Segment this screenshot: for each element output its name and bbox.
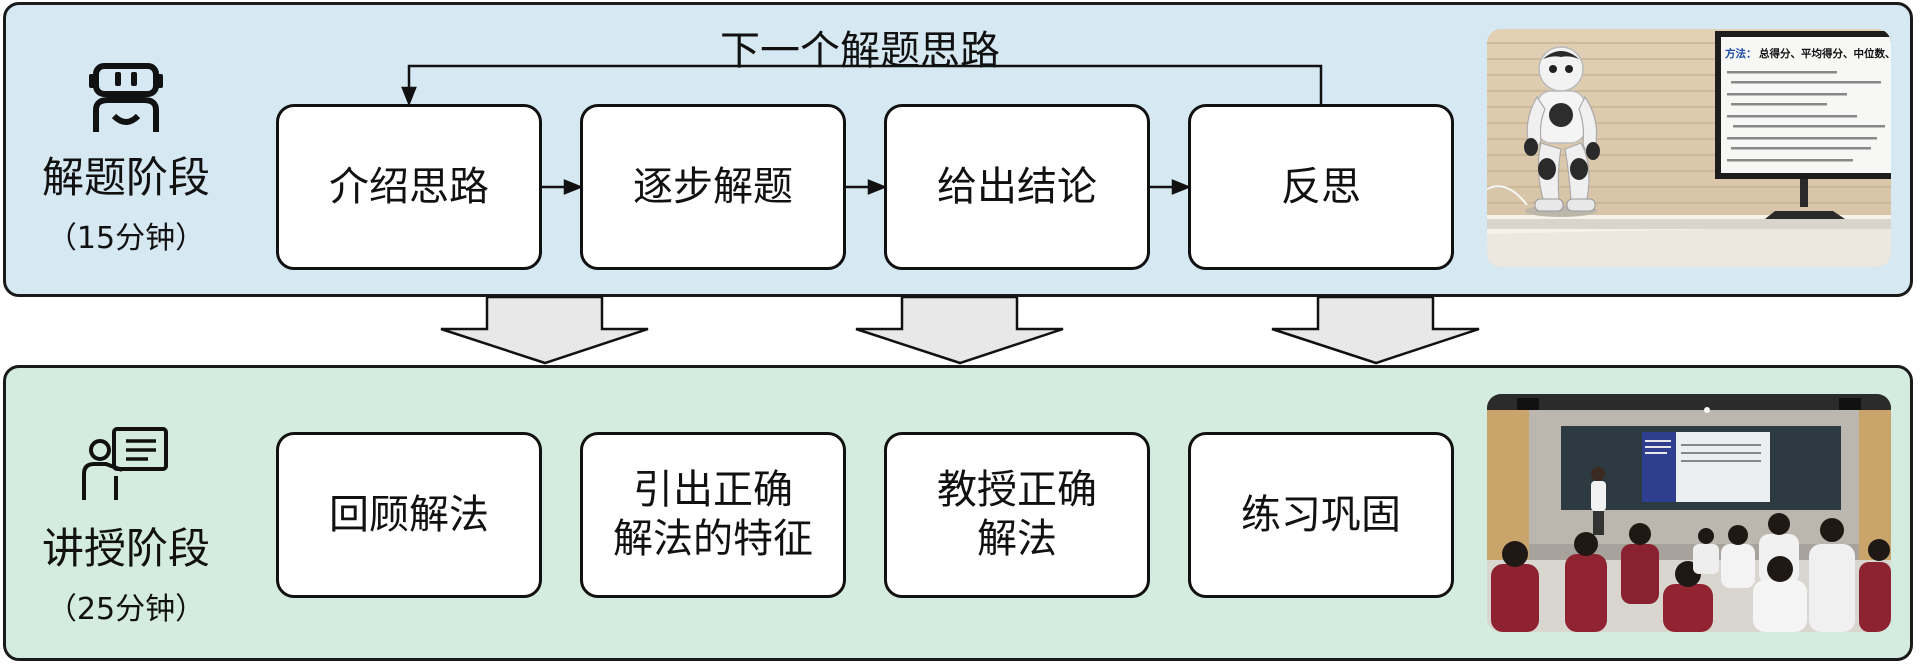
step-reflect: 反思: [1188, 104, 1454, 270]
phase-duration-teaching: （25分钟）: [46, 592, 206, 627]
step-solve-stepwise: 逐步解题: [580, 104, 846, 270]
phase-title-teaching: 讲授阶段: [41, 524, 210, 573]
phase-duration-solving: （15分钟）: [46, 221, 206, 256]
phase-title-solving: 解题阶段: [41, 153, 210, 202]
screen-title-prefix: 方法：: [1725, 47, 1757, 60]
step-teach-correct-solution: 教授正确 解法: [884, 432, 1150, 598]
screen-title: 总得分、平均得分、中位数、众数和: [1759, 47, 1891, 60]
step-give-conclusion: 给出结论: [884, 104, 1150, 270]
step-review-solution: 回顾解法: [276, 432, 542, 598]
loop-label: 下一个解题思路: [720, 28, 1000, 74]
classroom-photo: [1487, 394, 1891, 632]
robot-photo: 方法： 总得分、平均得分、中位数、众数和: [1487, 29, 1891, 267]
step-practice-consolidate: 练习巩固: [1188, 432, 1454, 598]
teacher-presentation-icon: [82, 427, 168, 500]
step-elicit-correct-features: 引出正确 解法的特征: [580, 432, 846, 598]
robot-icon: [89, 63, 163, 132]
step-introduce-idea: 介绍思路: [276, 104, 542, 270]
